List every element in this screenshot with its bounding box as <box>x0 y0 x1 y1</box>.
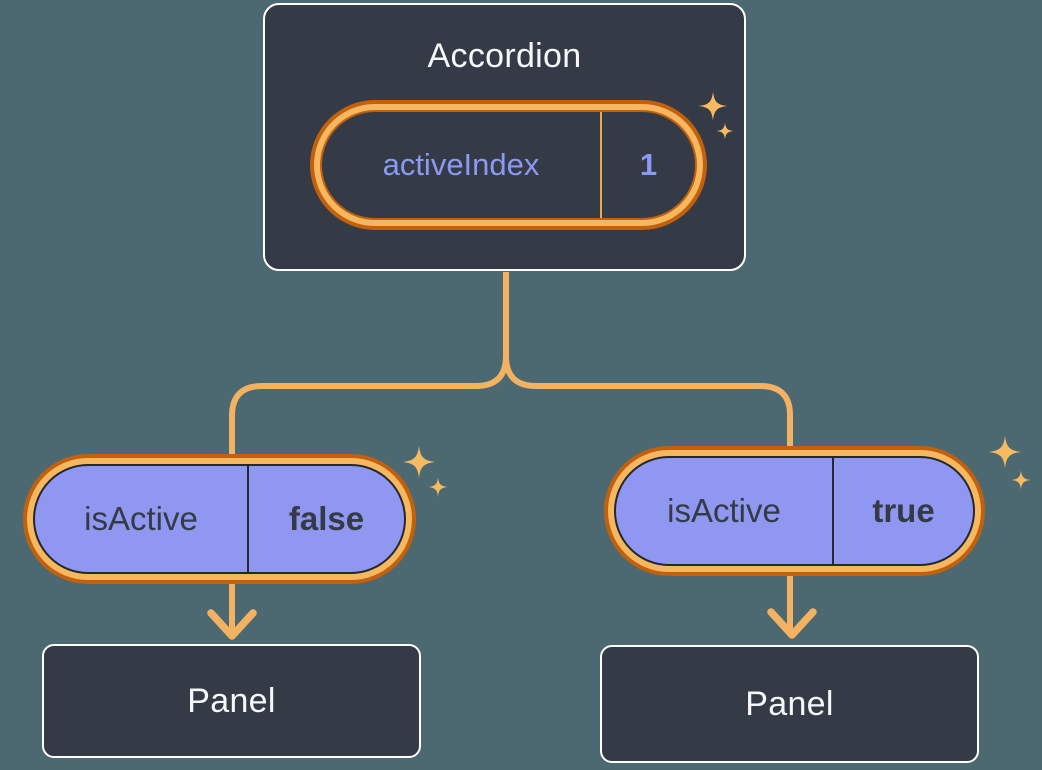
component-title: Accordion <box>427 37 582 75</box>
sparkle-icon <box>402 445 448 497</box>
component-title: Panel <box>187 681 276 720</box>
component-title: Panel <box>745 684 834 723</box>
state-name-label: activeIndex <box>382 147 540 182</box>
prop-pill-body: isActive true <box>614 456 975 566</box>
arrow-down-icon <box>207 609 257 640</box>
state-value-label: 1 <box>639 147 658 182</box>
sparkle-icon <box>988 435 1031 490</box>
state-pill-body: activeIndex 1 <box>320 110 697 220</box>
arrow-down-icon <box>767 608 817 639</box>
highlight-ring: activeIndex 1 <box>314 104 703 226</box>
pill-divider <box>600 112 602 218</box>
prop-value-label: false <box>288 500 365 537</box>
panel-component-box-left: Panel <box>42 644 421 758</box>
panel-component-box-right: Panel <box>600 645 979 763</box>
prop-value-label: true <box>872 492 935 529</box>
state-pill-activeindex: activeIndex 1 <box>310 100 707 230</box>
highlight-ring: isActive false <box>27 458 412 580</box>
prop-pill-body: isActive false <box>33 464 406 574</box>
prop-name-label: isActive <box>84 500 198 537</box>
prop-pill-isactive-false: isActive false <box>23 454 416 584</box>
prop-name-label: isActive <box>667 492 781 529</box>
pill-divider <box>832 458 834 564</box>
highlight-ring: isActive true <box>608 450 981 572</box>
prop-pill-isactive-true: isActive true <box>604 446 985 576</box>
